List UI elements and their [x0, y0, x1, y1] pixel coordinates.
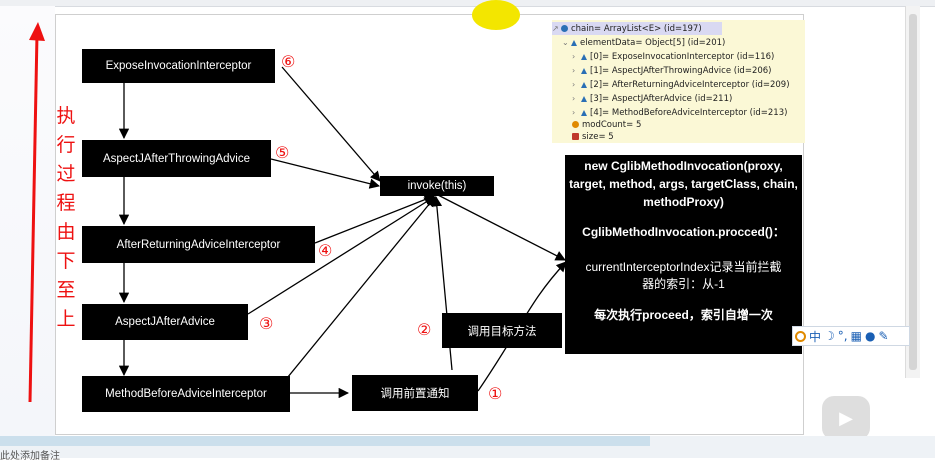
info-line-4: CglibMethodInvocation.procced()：	[582, 225, 785, 239]
field-icon	[572, 133, 579, 140]
ime-punct-icon[interactable]: °,	[837, 329, 848, 343]
info-line-1: new CglibMethodInvocation(proxy,	[584, 159, 783, 173]
node-throwing-label: AspectJAfterThrowingAdvice	[102, 152, 250, 165]
cursor-highlight	[472, 0, 520, 30]
info-line-7: 每次执行proceed，索引自增一次	[594, 308, 773, 322]
direction-char: 过	[56, 163, 76, 185]
node-call-before-advice: 调用前置通知	[352, 375, 478, 411]
debug-row-item-0[interactable]: ›[0]= ExposeInvocationInterceptor (id=11…	[572, 52, 775, 62]
debug-elementdata-label: elementData= Object[5] (id=201)	[580, 38, 726, 48]
field-icon	[581, 109, 587, 116]
node-after-throwing: AspectJAfterThrowingAdvice	[82, 140, 271, 177]
play-overlay-icon[interactable]: ▶	[822, 396, 870, 440]
debug-chain-label: chain= ArrayList<E> (id=197)	[571, 24, 702, 34]
node-call-target-label: 调用目标方法	[467, 325, 537, 338]
field-icon	[572, 121, 579, 128]
vertical-scrollbar[interactable]	[905, 6, 920, 378]
field-icon	[581, 67, 587, 74]
debug-row-item-2[interactable]: ›[2]= AfterReturningAdviceInterceptor (i…	[572, 80, 790, 90]
node-returning-label: AfterReturningAdviceInterceptor	[116, 238, 281, 251]
node-after-advice: AspectJAfterAdvice	[82, 304, 248, 340]
debug-row-item-3[interactable]: ›[3]= AspectJAfterAdvice (id=211)	[572, 94, 733, 104]
info-line-2: target, method, args, targetClass, chain…	[569, 177, 798, 191]
node-expose-invocation: ExposeInvocationInterceptor	[82, 49, 275, 83]
node-before-label: MethodBeforeAdviceInterceptor	[105, 388, 267, 400]
debug-row-item-1[interactable]: ›[1]= AspectJAfterThrowingAdvice (id=206…	[572, 66, 772, 76]
node-call-before-label: 调用前置通知	[380, 388, 450, 400]
debug-item-label: [2]= AfterReturningAdviceInterceptor (id…	[590, 80, 790, 90]
info-line-5: currentInterceptorIndex记录当前拦截	[585, 260, 782, 274]
ime-moon-icon[interactable]: ☽	[824, 329, 835, 343]
direction-char: 下	[56, 250, 76, 272]
field-icon	[561, 25, 568, 32]
notes-hint[interactable]: 此处添加备注	[0, 451, 60, 462]
top-toolbar-strip	[0, 0, 935, 7]
direction-char: 上	[56, 308, 76, 330]
field-icon	[581, 53, 587, 60]
debug-item-label: [0]= ExposeInvocationInterceptor (id=116…	[590, 52, 775, 62]
invocation-info-box: new CglibMethodInvocation(proxy, target,…	[565, 155, 802, 354]
ime-toolbar[interactable]: 中 ☽ °, ▦ ● ✎	[792, 326, 910, 346]
ime-settings-icon[interactable]: ✎	[878, 329, 889, 343]
step-6-badge: ⑥	[281, 52, 296, 71]
left-margin	[0, 6, 55, 436]
debug-size-label: size= 5	[582, 132, 614, 142]
debug-row-elementdata[interactable]: ⌄elementData= Object[5] (id=201)	[562, 38, 726, 48]
direction-char: 程	[56, 192, 76, 214]
node-after-returning: AfterReturningAdviceInterceptor	[82, 226, 315, 263]
direction-char: 执	[56, 105, 76, 127]
execution-direction-label: 执 行 过 程 由 下 至 上	[53, 102, 79, 334]
step-1-badge: ①	[488, 384, 503, 403]
notes-wave	[0, 436, 650, 446]
step-2-badge: ②	[417, 320, 432, 339]
debug-item-label: [3]= AspectJAfterAdvice (id=211)	[590, 94, 733, 104]
node-method-before: MethodBeforeAdviceInterceptor	[82, 376, 290, 412]
debug-item-label: [4]= MethodBeforeAdviceInterceptor (id=2…	[590, 108, 788, 118]
node-call-target: 调用目标方法	[442, 313, 562, 348]
node-after-label: AspectJAfterAdvice	[115, 316, 215, 328]
debug-row-chain[interactable]: ↗chain= ArrayList<E> (id=197)	[552, 22, 722, 35]
ime-keyboard-icon[interactable]: ▦	[850, 329, 862, 343]
info-line-3: methodProxy)	[643, 195, 724, 209]
debug-variables-panel: ↗chain= ArrayList<E> (id=197) ⌄elementDa…	[552, 20, 805, 143]
ime-language-label[interactable]: 中	[809, 329, 822, 344]
field-icon	[581, 95, 587, 102]
direction-char: 由	[56, 221, 76, 243]
field-icon	[571, 39, 577, 46]
field-icon	[581, 81, 587, 88]
direction-char: 至	[56, 279, 76, 301]
node-invoke-label: invoke(this)	[407, 180, 467, 192]
step-5-badge: ⑤	[275, 143, 290, 162]
node-expose-label: ExposeInvocationInterceptor	[105, 60, 252, 72]
notes-strip: 此处添加备注	[0, 436, 935, 462]
scrollbar-thumb[interactable]	[909, 14, 917, 370]
direction-char: 行	[56, 134, 76, 156]
step-4-badge: ④	[318, 241, 333, 260]
debug-row-modcount[interactable]: modCount= 5	[572, 119, 641, 132]
ime-user-icon[interactable]: ●	[864, 329, 876, 343]
node-invoke: invoke(this)	[380, 176, 494, 196]
debug-row-size[interactable]: size= 5	[572, 131, 614, 144]
debug-item-label: [1]= AspectJAfterThrowingAdvice (id=206)	[590, 66, 772, 76]
info-line-6: 器的索引：从-1	[642, 277, 725, 291]
ime-logo-icon	[795, 330, 806, 342]
debug-modcount-label: modCount= 5	[582, 120, 642, 130]
debug-row-item-4[interactable]: ›[4]= MethodBeforeAdviceInterceptor (id=…	[572, 108, 788, 118]
step-3-badge: ③	[259, 314, 274, 333]
